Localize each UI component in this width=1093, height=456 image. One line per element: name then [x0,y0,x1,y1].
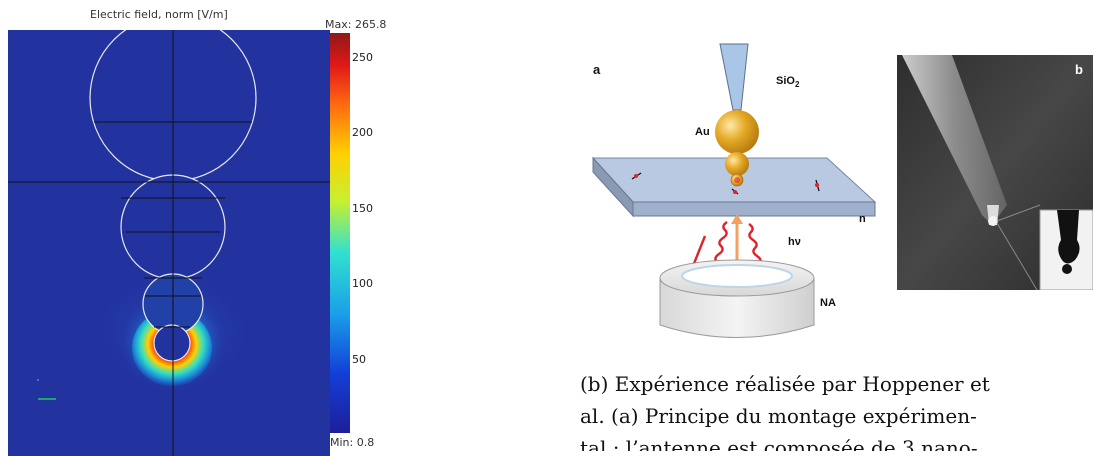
colorbar-tick: 200 [352,126,373,139]
dipole-dots [634,174,819,194]
colorbar-tick: 250 [352,51,373,64]
colorbar-max-label: Max: 265.8 [325,18,387,31]
sem-zoom-line [996,204,1041,222]
sem-zoom-line [996,222,1038,290]
objective-lens [681,264,793,288]
colorbar-min-label: Min: 0.8 [330,436,375,449]
sem-inset-small-particle [1062,264,1072,274]
gold-sphere-large [715,110,759,154]
caption-line: al. (a) Principe du montage expérimen- [580,404,977,428]
tip-label: SiO2 [776,75,800,90]
sem-tip-body [902,55,1007,225]
photon-ray-left [691,235,707,267]
sphere-smallest [153,324,191,362]
colorbar-tick: 150 [352,202,373,215]
colorbar [330,33,350,433]
plate-front [632,201,876,217]
caption-line: (b) Expérience réalisée par Hoppener et [580,372,990,396]
plot-title: Electric field, norm [V/m] [90,8,228,21]
sem-antenna [988,216,998,226]
excitation-arrowhead [731,214,743,224]
caption-line: tal : l’antenne est composée de 3 nano- [580,436,978,451]
surface-label: n [859,213,866,225]
sem-inset-particle [1057,210,1080,264]
field-plot [8,30,330,456]
sphere-label: Au [695,126,710,138]
colorbar-gradient [330,33,350,433]
figure-caption: (b) Expérience réalisée par Hoppener et … [580,368,1093,451]
sem-image [897,55,1093,290]
gold-sphere-medium [725,152,749,176]
colorbar-tick: 100 [352,277,373,290]
photon-label: hν [788,236,801,248]
emitter-glow [734,177,740,183]
panel-a-label: a [593,62,601,77]
panel-b-label: b [1075,62,1083,77]
glass-tip [719,43,749,111]
schematic-diagram [591,43,877,338]
objective-label: NA [820,297,836,309]
colorbar-tick: 50 [352,353,366,366]
